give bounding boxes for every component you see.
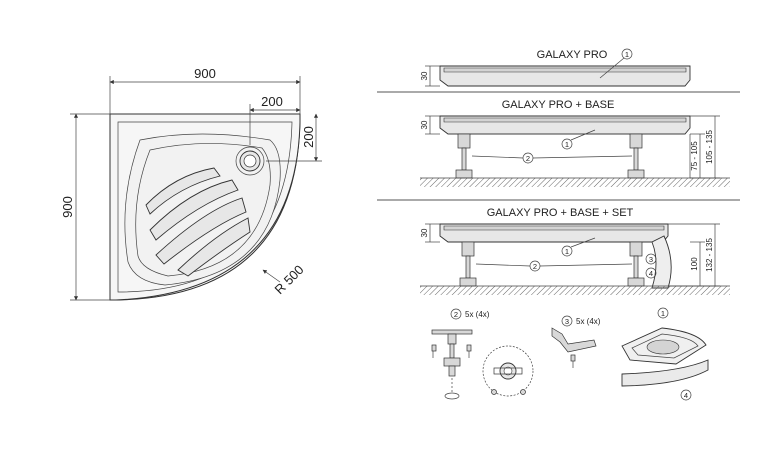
drain-x-label: 200 xyxy=(261,94,283,109)
section-3-callout-3: 3 xyxy=(649,255,653,264)
parts-brackets-callout: 3 xyxy=(565,317,569,326)
parts-tray-callout: 1 xyxy=(661,309,665,318)
parts-legs-qty: 5x (4x) xyxy=(465,310,490,319)
section-2-callout-2: 2 xyxy=(526,154,530,163)
section-3-callout-2: 2 xyxy=(533,262,537,271)
section-galaxy-pro: GALAXY PRO 30 1 xyxy=(420,48,691,87)
section-2-dim-105-135: 105 - 135 xyxy=(705,130,714,164)
section-2-callout-1: 1 xyxy=(565,140,569,149)
section-2-dim-75-105: 75 - 105 xyxy=(690,141,699,171)
section-3-callout-4: 4 xyxy=(649,269,653,278)
section-3-title: GALAXY PRO + BASE + SET xyxy=(487,207,634,219)
section-galaxy-pro-base-set: GALAXY PRO + BASE + SET 30 100 132 - 135 xyxy=(420,207,730,295)
anti-slip-ribs xyxy=(145,167,251,277)
parts-tray-panel: 1 4 xyxy=(621,307,709,401)
drain xyxy=(235,146,265,176)
section-3-legs xyxy=(459,241,645,287)
section-1-callout-1: 1 xyxy=(625,50,629,59)
plan-view: 900 900 200 200 R 500 xyxy=(60,66,322,301)
parts-legs: 2 5x (4x) xyxy=(431,308,534,400)
section-3-dim-100: 100 xyxy=(690,257,699,271)
section-2-dim-30: 30 xyxy=(420,120,429,129)
parts-legs-callout: 2 xyxy=(454,310,458,319)
plan-height-label: 900 xyxy=(60,196,75,218)
parts-brackets: 3 5x (4x) xyxy=(551,315,601,368)
section-galaxy-pro-base: GALAXY PRO + BASE 30 75 - 105 105 - 135 xyxy=(420,99,730,187)
section-1-dim-30: 30 xyxy=(420,71,429,80)
section-1-title: GALAXY PRO xyxy=(537,49,608,61)
plan-width-label: 900 xyxy=(194,66,216,81)
parts-panel-callout: 4 xyxy=(684,391,688,400)
section-3-callout-1: 1 xyxy=(565,247,569,256)
drain-y-label: 200 xyxy=(301,126,316,148)
section-2-legs xyxy=(455,133,645,179)
section-2-title: GALAXY PRO + BASE xyxy=(502,99,615,111)
section-3-dim-30: 30 xyxy=(420,228,429,237)
section-3-dim-132-135: 132 - 135 xyxy=(705,238,714,272)
parts-brackets-qty: 5x (4x) xyxy=(576,317,601,326)
